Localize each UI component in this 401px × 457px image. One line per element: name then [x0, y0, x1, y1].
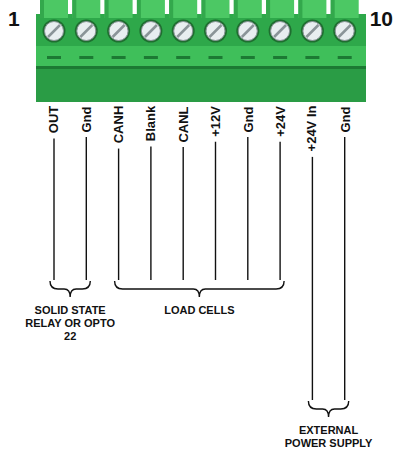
terminal-tab-edge — [72, 0, 76, 18]
terminal-tab — [266, 0, 294, 18]
wire — [279, 142, 280, 280]
wire — [118, 149, 119, 280]
screw-head — [238, 22, 257, 41]
wire — [344, 137, 345, 400]
wire — [182, 147, 183, 280]
terminal-mark — [112, 56, 126, 59]
screw-recess — [204, 20, 227, 43]
terminal-mark — [305, 56, 319, 59]
pin-name: Gnd — [80, 106, 93, 132]
pin-name: Gnd — [241, 106, 254, 132]
screw-recess — [269, 20, 292, 43]
connector-body — [36, 14, 366, 102]
pin-name: CANL — [177, 106, 190, 142]
screw-head — [109, 22, 128, 41]
group-brace — [308, 401, 348, 417]
terminal-tab — [298, 0, 326, 18]
terminal-tab-edge — [105, 0, 109, 18]
terminal-mark — [47, 56, 61, 59]
screw-head — [206, 22, 225, 41]
screw-head — [77, 22, 96, 41]
pin-name: Blank — [144, 106, 157, 141]
wire — [247, 137, 248, 280]
screw-recess — [236, 20, 259, 43]
terminal-mark — [144, 56, 158, 59]
wire — [312, 157, 313, 400]
screw-slot — [113, 25, 125, 37]
terminal-mark — [241, 56, 255, 59]
pin-name: OUT — [47, 106, 60, 133]
terminal-tab — [40, 0, 68, 18]
screw-slot — [210, 25, 222, 37]
screw-head — [303, 22, 322, 41]
wire — [53, 138, 54, 280]
screw-slot — [80, 25, 92, 37]
terminal-tab — [202, 0, 230, 18]
screw-recess — [333, 20, 356, 43]
screw-recess — [107, 20, 130, 43]
group-label: SOLID STATE RELAY OR OPTO 22 — [24, 304, 116, 343]
terminal-tab-edge — [202, 0, 206, 18]
pin-name: CANH — [112, 106, 125, 144]
connector-front — [36, 69, 366, 102]
terminal-mark — [176, 56, 190, 59]
connector-ledge — [36, 46, 366, 66]
terminal-tab-edge — [169, 0, 173, 18]
terminal-tab — [137, 0, 165, 18]
group-label: LOAD CELLS — [139, 304, 259, 317]
terminal-mark — [273, 56, 287, 59]
wire — [150, 146, 151, 280]
screw-slot — [177, 25, 189, 37]
terminal-tab — [72, 0, 100, 18]
screw-recess — [172, 20, 195, 43]
terminal-tab-edge — [266, 0, 270, 18]
terminal-tab — [331, 0, 359, 18]
screw-slot — [48, 25, 60, 37]
wire — [86, 137, 87, 280]
terminal-mark — [79, 56, 93, 59]
wire — [215, 142, 216, 280]
screw-slot — [242, 25, 254, 37]
terminal-tab — [169, 0, 197, 18]
terminal-tab-edge — [331, 0, 335, 18]
pin-number: 10 — [370, 8, 393, 29]
terminal-mark — [209, 56, 223, 59]
screw-recess — [75, 20, 98, 43]
screw-slot — [145, 25, 157, 37]
screw-recess — [301, 20, 324, 43]
screw-slot — [274, 25, 286, 37]
screw-head — [335, 22, 354, 41]
terminal-tab-edge — [137, 0, 141, 18]
screw-recess — [139, 20, 162, 43]
screw-slot — [306, 25, 318, 37]
terminal-tab-edge — [234, 0, 238, 18]
pin-name: Gnd — [338, 106, 351, 132]
screw-recess — [43, 20, 66, 43]
terminal-tab — [105, 0, 133, 18]
screw-head — [45, 22, 64, 41]
terminal-mark — [338, 56, 352, 59]
terminal-tab-edge — [298, 0, 302, 18]
screw-head — [271, 22, 290, 41]
screw-head — [141, 22, 160, 41]
connector-groove — [36, 66, 366, 69]
pin-name: +24V — [274, 106, 287, 137]
terminal-tab — [234, 0, 262, 18]
pin-number: 1 — [8, 8, 20, 29]
pin-name: +24V In — [306, 106, 319, 152]
terminal-tab-edge — [40, 0, 44, 18]
group-brace — [115, 281, 285, 297]
screw-slot — [339, 25, 351, 37]
group-brace — [50, 281, 90, 297]
pin-name: +12V — [209, 106, 222, 137]
screw-head — [174, 22, 193, 41]
group-label: EXTERNAL POWER SUPPLY — [279, 424, 379, 450]
